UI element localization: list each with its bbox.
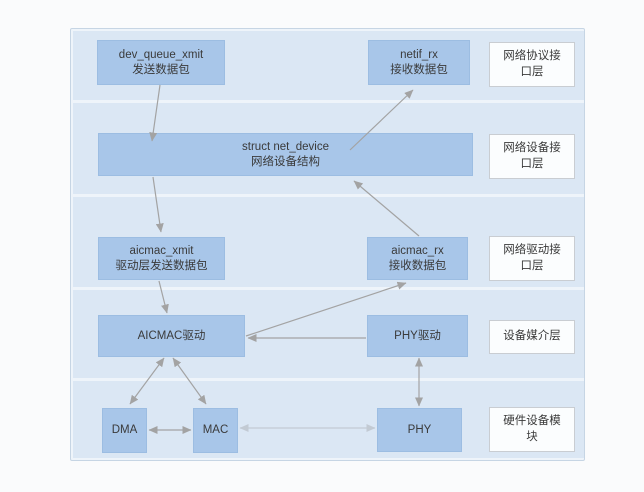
node-mac: MAC: [193, 408, 238, 453]
lane-label-text: 硬件设备模: [503, 414, 561, 427]
node-dev-queue-xmit: dev_queue_xmit 发送数据包: [97, 40, 225, 85]
node-phy-driver: PHY驱动: [367, 315, 468, 357]
node-text: struct net_device: [242, 140, 329, 153]
node-dma: DMA: [102, 408, 147, 453]
lane-label-text: 网络设备接: [503, 141, 561, 154]
node-text: dev_queue_xmit: [118, 48, 204, 61]
lane-label-hardware-module: 硬件设备模 块: [489, 407, 575, 452]
lane-label-media-layer: 设备媒介层: [489, 320, 575, 354]
node-text: PHY: [407, 423, 432, 436]
node-text: aicmac_xmit: [129, 244, 194, 257]
node-aicmac-driver: AICMAC驱动: [98, 315, 245, 357]
node-text: 网络设备结构: [251, 155, 320, 168]
node-text: MAC: [202, 424, 229, 437]
lane-label-driver-interface: 网络驱动接 口层: [489, 236, 575, 281]
lane-label-text: 网络驱动接: [503, 243, 561, 256]
lane-label-text: 设备媒介层: [503, 330, 561, 343]
node-text: 发送数据包: [132, 63, 190, 76]
lane-label-text: 网络协议接: [503, 49, 561, 62]
lane-label-protocol-interface: 网络协议接 口层: [489, 42, 575, 87]
node-text: netif_rx: [400, 48, 438, 61]
node-netif-rx: netif_rx 接收数据包: [368, 40, 470, 85]
node-text: 接收数据包: [388, 259, 447, 272]
node-aicmac-xmit: aicmac_xmit 驱动层发送数据包: [98, 237, 225, 280]
node-struct-net-device: struct net_device 网络设备结构: [98, 133, 473, 176]
node-text: aicmac_rx: [391, 244, 444, 257]
node-text: 接收数据包: [390, 63, 448, 76]
node-text: DMA: [111, 424, 138, 437]
node-phy: PHY: [377, 408, 462, 452]
node-aicmac-rx: aicmac_rx 接收数据包: [367, 237, 468, 280]
lane-label-device-interface: 网络设备接 口层: [489, 134, 575, 179]
lane-label-text: 块: [526, 430, 538, 443]
node-text: AICMAC驱动: [137, 329, 206, 342]
lane-label-text: 口层: [520, 65, 544, 78]
node-text: 驱动层发送数据包: [115, 259, 208, 272]
lane-label-text: 口层: [520, 259, 544, 272]
node-text: PHY驱动: [394, 329, 441, 342]
lane-label-text: 口层: [520, 157, 544, 170]
